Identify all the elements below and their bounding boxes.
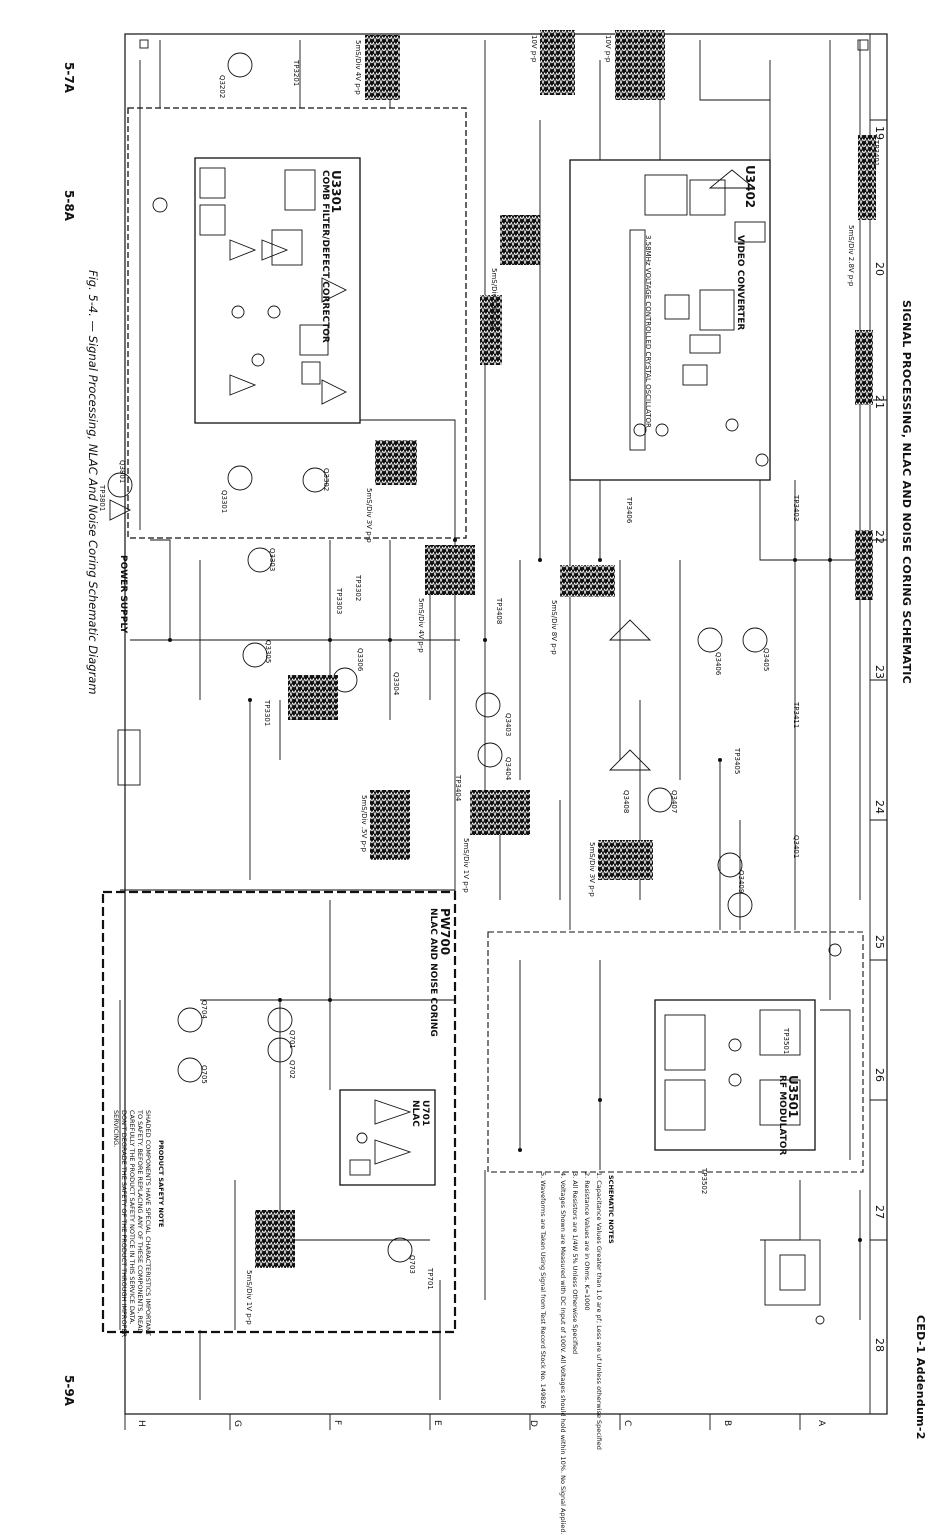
transistor-ref: Q3202 <box>218 75 226 99</box>
ic-ref-u3402: U3402 <box>743 165 757 209</box>
grid-column-number: 28 <box>873 1338 886 1352</box>
grid-column-number: 23 <box>873 665 886 679</box>
waveform-label: 5mS/Div 8V p-p <box>550 600 558 655</box>
ic-name-u701: NLAC <box>410 1100 420 1127</box>
ic-ref-u3301: U3301 <box>329 170 343 214</box>
grid-column-number: 19 <box>873 126 886 140</box>
grid-row-letter: F <box>332 1420 342 1426</box>
grid-row-letter: A <box>816 1420 826 1427</box>
transistor-ref: Q703 <box>408 1255 416 1274</box>
ic-sub-u3402: 3.58MHz VOLTAGE CONTROLLED CRYSTAL OSCIL… <box>644 235 652 428</box>
waveform-label: 5mS/Div 4V p-p <box>354 40 362 95</box>
transistor-ref: Q3408 <box>622 790 630 814</box>
transistor-ref: Q3305 <box>264 640 272 664</box>
transistor-ref: Q3801 <box>118 460 126 484</box>
waveform-label: 5mS/Div 3V p-p <box>365 488 373 543</box>
safety-note-body: SHADED COMPONENTS HAVE SPECIAL CHARACTER… <box>112 1110 152 1338</box>
ic-name-u3501: RF MODULATOR <box>777 1075 787 1156</box>
test-point: TP3801 <box>98 485 106 512</box>
grid-column-number: 20 <box>873 262 886 276</box>
transistor-ref: Q3301 <box>220 490 228 514</box>
ic-name-u3301: COMB FILTER/DEFECT CORRECTOR <box>320 170 330 343</box>
module-name-pw700: NLAC AND NOISE CORING <box>428 908 438 1037</box>
transistor-ref: Q3403 <box>504 713 512 737</box>
transistor-ref: Q3304 <box>392 672 400 696</box>
transistor-ref: Q3409 <box>737 870 745 894</box>
waveform-label: 5mS/Div .5V p-p <box>360 795 368 852</box>
test-point: TP3406 <box>625 497 633 524</box>
grid-row-letter: H <box>136 1420 146 1427</box>
transistor-ref: Q3405 <box>762 648 770 672</box>
grid-column-number: 25 <box>873 935 886 949</box>
module-ref-pw700: PW700 <box>438 908 452 956</box>
test-point: TP3404 <box>454 775 462 802</box>
schematic-title: SIGNAL PROCESSING, NLAC AND NOISE CORING… <box>900 300 913 685</box>
transistor-ref: Q3404 <box>504 757 512 781</box>
transistor-ref: Q3303 <box>268 548 276 572</box>
grid-column-number: 21 <box>873 395 886 409</box>
grid-column-number: 24 <box>873 800 886 814</box>
ic-ref-u3501: U3501 <box>786 1075 800 1119</box>
transistor-ref: Q704 <box>200 1000 208 1019</box>
transistor-ref: Q3406 <box>714 652 722 676</box>
waveform-label: 10V p-p <box>530 35 538 63</box>
waveform-label: 5mS/Div 4V p-p <box>417 598 425 653</box>
waveform-label: 10V p-p <box>604 35 612 63</box>
waveform-label: 5mS/Div 3V p-p <box>588 842 596 897</box>
safety-note-heading: PRODUCT SAFETY NOTE <box>157 1140 165 1228</box>
grid-row-letter: C <box>622 1420 632 1427</box>
addendum-label: CED-1 Addendum-2 <box>914 1315 927 1440</box>
ic-ref-u701: U701 <box>420 1100 430 1127</box>
schematic-sheet <box>101 30 888 1430</box>
page-number: 5-8A <box>62 190 76 221</box>
test-point: TP3301 <box>263 700 271 727</box>
schematic-note: 2. Resistance Values are in Ohms. K=1000 <box>583 1172 591 1311</box>
schematic-note: 1. Capacitance Values Greater than 1.0 a… <box>595 1172 603 1450</box>
test-point: TP3411 <box>792 702 800 729</box>
waveform-label: 5mS/Div 1V p-p <box>245 1270 253 1325</box>
schematic-notes-heading: SCHEMATIC NOTES <box>607 1175 615 1244</box>
grid-row-letter: B <box>722 1420 732 1427</box>
test-point: TP3408 <box>495 598 503 625</box>
test-point: TP3403 <box>792 495 800 522</box>
transistor-ref: Q3407 <box>670 790 678 814</box>
transistor-ref: Q701 <box>288 1030 296 1049</box>
power-supply-label: POWER SUPPLY <box>118 555 128 634</box>
test-point: TP3302 <box>354 575 362 602</box>
grid-column-number: 22 <box>873 530 886 544</box>
test-point: TP3405 <box>733 748 741 775</box>
transistor-ref: Q705 <box>200 1065 208 1084</box>
test-point: TP3502 <box>700 1168 708 1195</box>
test-point: TP3303 <box>335 588 343 615</box>
grid-column-number: 26 <box>873 1068 886 1082</box>
schematic-note: 5. Waveforms are Taken Using Signal from… <box>539 1172 547 1409</box>
grid-column-number: 27 <box>873 1205 886 1219</box>
transistor-ref: Q3302 <box>322 468 330 492</box>
waveform-label: 5mS/Div 2.8V p-p <box>847 225 855 287</box>
schematic-note: 4. Voltages Shown are Measured with DC I… <box>559 1172 567 1535</box>
grid-row-letter: D <box>528 1420 538 1427</box>
page-number: 5-9A <box>62 1375 76 1406</box>
waveform-label: 5mS/Div 1V p-p <box>462 838 470 893</box>
test-point: TP3201 <box>292 60 300 87</box>
transistor-ref: Q3306 <box>356 648 364 672</box>
transistor-ref: Q702 <box>288 1060 296 1079</box>
page-number: 5-7A <box>62 62 76 93</box>
test-point: TP701 <box>426 1268 434 1290</box>
grid-row-letter: E <box>432 1420 442 1426</box>
transistor-ref: Q3401 <box>792 835 800 859</box>
test-point: TP3401 <box>872 140 880 167</box>
waveform-label: 5mS/Div 1.8V p-p <box>490 268 498 330</box>
grid-row-letter: G <box>232 1420 242 1427</box>
figure-caption: Fig. 5-4. — Signal Processing, NLAC And … <box>86 270 100 695</box>
test-point: TP3501 <box>782 1028 790 1055</box>
ic-name-u3402: VIDEO CONVERTER <box>735 235 745 331</box>
schematic-note: 3. All Resistors are 1/4W 5% Unless Othe… <box>571 1172 579 1355</box>
